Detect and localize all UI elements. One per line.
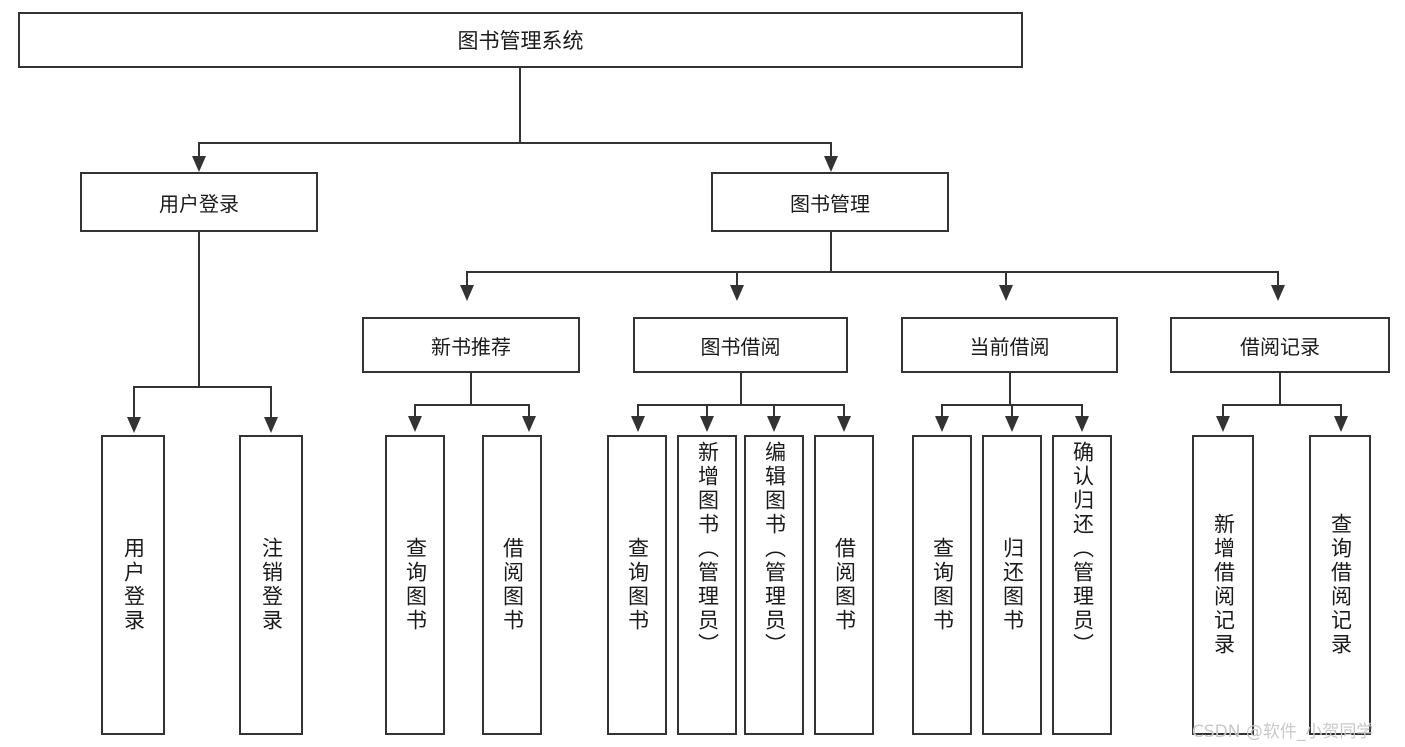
node-book-borrow[interactable]: 图书借阅 [633,317,848,373]
leaf-borrow-book[interactable]: 借阅图书 [814,435,874,735]
node-label: 图书管理 [790,191,870,216]
arrow-bookmgmt-to-record [1271,285,1285,301]
connector-userlogin-bar [133,386,271,388]
arrow-currentborrow-leaf-2 [1005,416,1019,432]
leaf-label: 确认归还（管理员） [1070,441,1095,657]
connector-bookmgmt-stem [830,232,832,273]
node-current-borrow[interactable]: 当前借阅 [901,317,1118,373]
leaf-add-borrow-record[interactable]: 新增借阅记录 [1192,435,1254,735]
arrow-userlogin-leaf-1 [127,417,141,433]
arrow-root-to-bookmgmt [824,156,838,172]
connector-root-bar [198,142,832,144]
arrow-bookmgmt-to-newbook [460,285,474,301]
arrow-currentborrow-leaf-3 [1075,416,1089,432]
connector-userlogin-drop-1 [133,386,135,419]
node-user-login[interactable]: 用户登录 [80,172,318,232]
leaf-label: 归还图书 [1000,537,1025,633]
leaf-query-borrow-record[interactable]: 查询借阅记录 [1309,435,1371,735]
connector-root-stem [519,68,521,143]
leaf-label: 查询借阅记录 [1328,513,1353,657]
leaf-label: 借阅图书 [832,537,857,633]
node-label: 借阅记录 [1240,334,1320,359]
leaf-label: 查询图书 [625,537,650,633]
csdn-watermark: CSDN @软件_小贺同学 [1192,722,1374,742]
connector-borrowrecord-stem [1279,373,1281,406]
leaf-label: 编辑图书（管理员） [762,441,787,657]
node-label: 用户登录 [159,191,239,216]
connector-newbook-stem [470,373,472,406]
connector-bookborrow-drop-1 [637,404,639,418]
connector-bookborrow-bar [637,404,845,406]
connector-bookborrow-drop-4 [843,404,845,418]
connector-root-to-userlogin [198,142,200,158]
arrow-bookborrow-leaf-4 [837,416,851,432]
leaf-label: 用户登录 [121,537,146,633]
connector-borrowrecord-drop-1 [1222,404,1224,418]
node-label: 图书借阅 [700,334,781,359]
connector-currentborrow-stem [1009,373,1011,406]
arrow-root-to-userlogin [192,156,206,172]
arrow-bookborrow-leaf-2 [700,416,714,432]
leaf-label: 新增图书（管理员） [695,441,720,657]
leaf-return-book[interactable]: 归还图书 [982,435,1042,735]
leaf-borrow-book-recommend[interactable]: 借阅图书 [482,435,542,735]
connector-bookmgmt-drop-4 [1277,271,1279,287]
connector-bookmgmt-drop-1 [466,271,468,287]
arrow-bookborrow-leaf-1 [631,416,645,432]
node-label: 图书管理系统 [457,29,584,53]
leaf-label: 查询图书 [403,537,428,633]
leaf-user-login[interactable]: 用户登录 [101,435,165,735]
connector-currentborrow-drop-2 [1011,404,1013,418]
connector-borrowrecord-bar [1222,404,1340,406]
connector-currentborrow-drop-3 [1081,404,1083,418]
node-borrow-record[interactable]: 借阅记录 [1170,317,1390,373]
arrow-userlogin-leaf-2 [264,417,278,433]
connector-currentborrow-drop-1 [941,404,943,418]
connector-newbook-bar [414,404,528,406]
arrow-bookborrow-leaf-3 [767,416,781,432]
leaf-label: 新增借阅记录 [1211,513,1236,657]
arrow-borrowrecord-leaf-1 [1216,416,1230,432]
leaf-label: 借阅图书 [500,537,525,633]
leaf-logout-login[interactable]: 注销登录 [239,435,303,735]
node-label: 当前借阅 [969,334,1050,359]
connector-bookmgmt-drop-2 [736,271,738,287]
connector-root-to-bookmgmt [830,142,832,158]
leaf-query-book-borrow[interactable]: 查询图书 [607,435,667,735]
connector-newbook-drop-1 [414,404,416,418]
arrow-bookmgmt-to-current [999,285,1013,301]
leaf-label: 注销登录 [259,537,284,633]
connector-borrowrecord-drop-2 [1340,404,1342,418]
leaf-add-book-admin[interactable]: 新增图书（管理员） [677,435,737,735]
arrow-newbook-leaf-2 [522,416,536,432]
leaf-label: 查询图书 [930,537,955,633]
leaf-confirm-return-admin[interactable]: 确认归还（管理员） [1052,435,1112,735]
connector-bookmgmt-bar [466,271,1278,273]
leaf-edit-book-admin[interactable]: 编辑图书（管理员） [744,435,804,735]
node-new-book-recommend[interactable]: 新书推荐 [362,317,580,373]
arrow-newbook-leaf-1 [408,416,422,432]
node-root-system[interactable]: 图书管理系统 [18,12,1023,68]
arrow-borrowrecord-leaf-2 [1334,416,1348,432]
connector-userlogin-stem [198,232,200,387]
arrow-bookmgmt-to-borrow [730,285,744,301]
connector-newbook-drop-2 [528,404,530,418]
connector-bookborrow-drop-3 [773,404,775,418]
connector-bookborrow-stem [740,373,742,406]
connector-bookmgmt-drop-3 [1005,271,1007,287]
connector-userlogin-drop-2 [270,386,272,419]
connector-bookborrow-drop-2 [706,404,708,418]
arrow-currentborrow-leaf-1 [935,416,949,432]
node-label: 新书推荐 [431,334,511,359]
leaf-query-book-current[interactable]: 查询图书 [912,435,972,735]
node-book-management[interactable]: 图书管理 [711,172,949,232]
leaf-query-book-recommend[interactable]: 查询图书 [385,435,445,735]
